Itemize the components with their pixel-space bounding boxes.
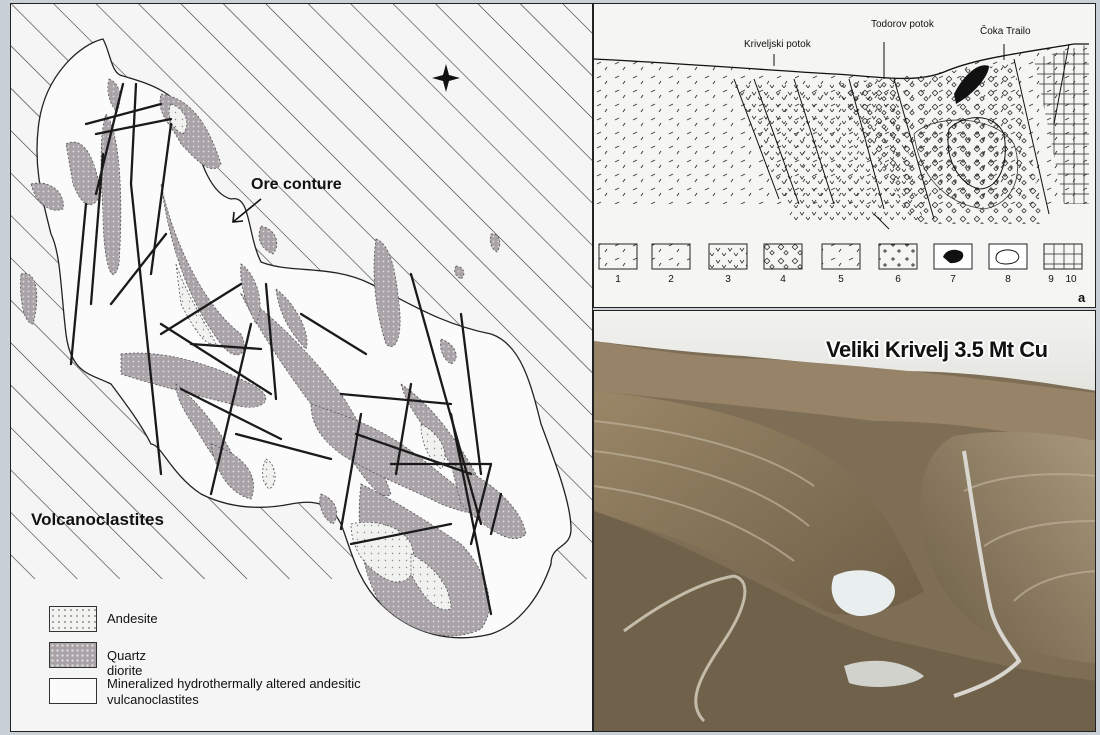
legend-number-10: 10 bbox=[1065, 274, 1077, 285]
legend-box-1 bbox=[598, 243, 638, 270]
legend-number-3: 3 bbox=[725, 274, 731, 285]
fault-lines bbox=[69, 82, 503, 616]
section-surface bbox=[594, 43, 1089, 80]
haul-road-left bbox=[623, 574, 747, 723]
haul-road bbox=[953, 450, 1022, 698]
pit-floor-water bbox=[844, 660, 924, 687]
legend-label-mineralized: Mineralized hydrothermally altered andes… bbox=[107, 676, 361, 707]
ore-arrow bbox=[232, 198, 262, 223]
legend-number-4: 4 bbox=[780, 274, 786, 285]
open-pit-photo-panel: Veliki Krivelj 3.5 Mt Cu bbox=[593, 310, 1096, 732]
volcanoclastites-label: Volcanoclastites bbox=[31, 510, 164, 529]
andesite-bodies bbox=[168, 103, 452, 611]
cross-section-panel: Kriveljski potok Todorov potok Čoka Trai… bbox=[593, 3, 1096, 308]
photo-title: Veliki Krivelj 3.5 Mt Cu bbox=[826, 337, 1048, 362]
north-star-icon bbox=[432, 64, 460, 92]
right-pit-wall bbox=[920, 431, 1095, 663]
legend-label-andesite: Andesite bbox=[107, 611, 158, 626]
legend-number-7: 7 bbox=[950, 274, 956, 285]
legend-box-5 bbox=[821, 243, 861, 270]
andesite-swatch bbox=[49, 606, 97, 632]
geologic-map-panel: Ore conture Volcanoclastites Andesite Qu… bbox=[10, 3, 593, 732]
legend-8-symbol bbox=[995, 249, 1020, 265]
ore-conture-label: Ore conture bbox=[251, 176, 342, 193]
mineralized-swatch bbox=[49, 678, 97, 704]
open-pit-photo bbox=[594, 311, 1095, 731]
coka-trailo-label: Čoka Trailo bbox=[980, 26, 1031, 37]
quartz-diorite-bodies bbox=[20, 78, 527, 637]
section-ore-contour bbox=[947, 117, 1006, 190]
section-orebody-7 bbox=[954, 65, 989, 104]
geologic-map-drawing bbox=[11, 4, 592, 639]
legend-box-6 bbox=[878, 243, 918, 270]
pit-lake bbox=[831, 570, 895, 616]
pit-floor bbox=[594, 511, 1095, 731]
section-legend bbox=[598, 243, 1083, 270]
legend-box-4 bbox=[763, 243, 803, 270]
panel-letter-a: a bbox=[1078, 290, 1086, 305]
legend-number-5: 5 bbox=[838, 274, 844, 285]
cross-section-drawing bbox=[594, 42, 1089, 270]
legend-label-quartz-diorite: Quartz diorite bbox=[107, 648, 147, 678]
section-limestone bbox=[1034, 44, 1089, 204]
sky bbox=[594, 311, 1095, 391]
kriveljski-potok-label: Kriveljski potok bbox=[744, 39, 811, 50]
legend-box-2 bbox=[651, 243, 691, 270]
left-pit-wall bbox=[594, 391, 924, 615]
legend-number-8: 8 bbox=[1005, 274, 1011, 285]
stream-markers bbox=[773, 42, 1005, 79]
legend-number-6: 6 bbox=[895, 274, 901, 285]
section-unit-6 bbox=[913, 119, 1018, 210]
legend-number-1: 1 bbox=[615, 274, 621, 285]
todorov-potok-label: Todorov potok bbox=[871, 19, 934, 30]
legend-number-9: 9 bbox=[1048, 274, 1054, 285]
legend-box-9-10 bbox=[1043, 243, 1083, 270]
legend-7-symbol bbox=[943, 249, 964, 264]
legend-box-8 bbox=[988, 243, 1028, 270]
pit-benches bbox=[594, 420, 1095, 602]
legend-number-2: 2 bbox=[668, 274, 674, 285]
legend-box-3 bbox=[708, 243, 748, 270]
far-ridge bbox=[594, 341, 1095, 451]
section-faults bbox=[733, 43, 1070, 230]
quartz-diorite-swatch bbox=[49, 642, 97, 668]
